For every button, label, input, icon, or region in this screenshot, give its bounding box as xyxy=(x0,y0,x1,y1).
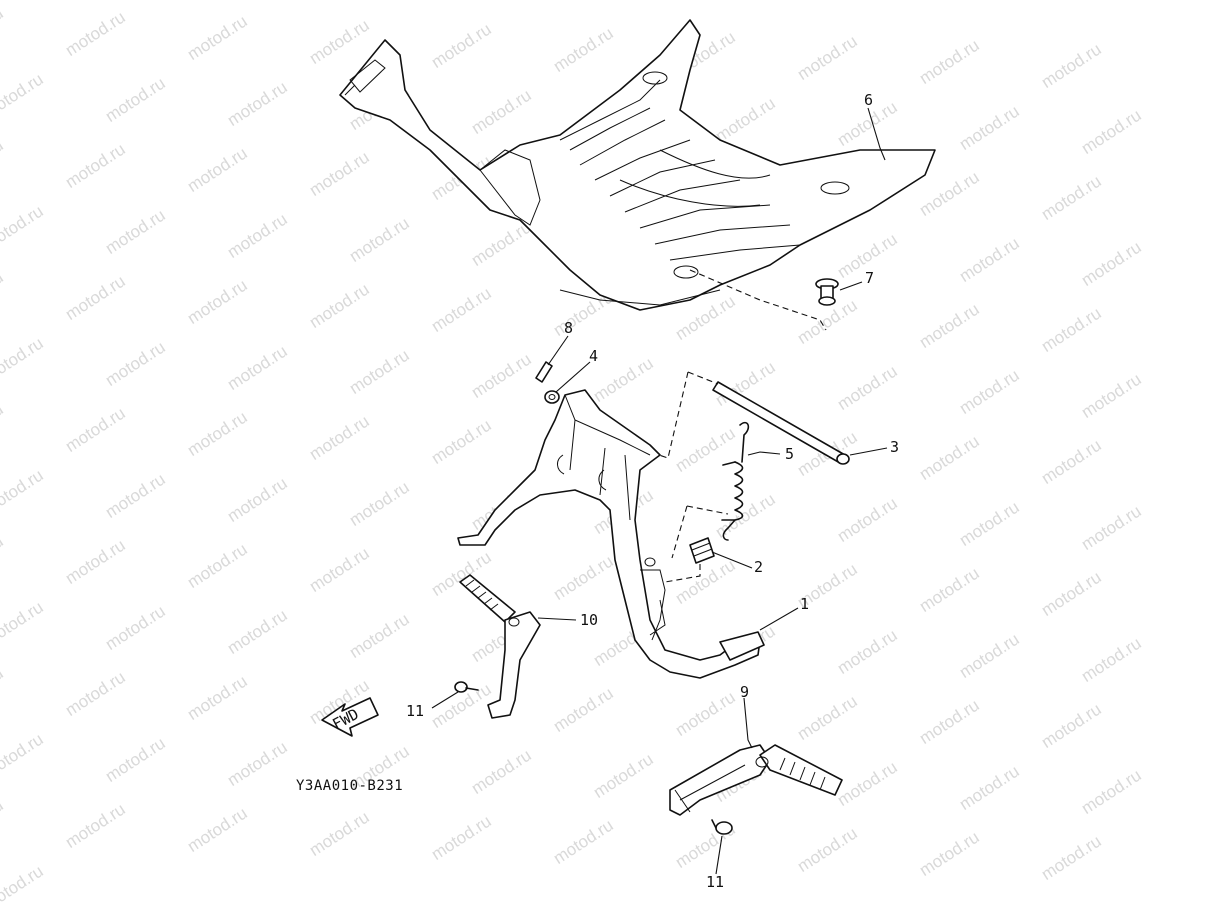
shaft-alignment-line xyxy=(649,371,689,459)
shaft-alignment-line-top xyxy=(687,371,719,385)
bolt-alignment-line xyxy=(689,269,827,331)
left-footrest-part-10 xyxy=(459,574,541,719)
cotter-pin-part-8 xyxy=(535,361,553,383)
shaft-part-3 xyxy=(712,381,850,465)
callout-7: 7 xyxy=(865,269,874,287)
callout-1: 1 xyxy=(800,595,809,613)
callout-8: 8 xyxy=(564,319,573,337)
collar-part-2 xyxy=(689,537,715,564)
main-stand xyxy=(457,389,761,679)
callout-4: 4 xyxy=(589,347,598,365)
callout-2: 2 xyxy=(754,558,763,576)
washer-part-4 xyxy=(544,390,560,404)
fwd-direction-arrow xyxy=(321,697,379,737)
spring-alignment-line xyxy=(686,505,729,515)
callout-11-left: 11 xyxy=(406,702,424,720)
callout-11-right: 11 xyxy=(706,873,724,891)
callout-9: 9 xyxy=(740,683,749,701)
stand-rubber-part-1 xyxy=(719,631,765,661)
bolt-part-11-left xyxy=(454,681,479,693)
right-footrest-part-9 xyxy=(669,744,843,816)
collar-alignment-line xyxy=(664,564,701,583)
callout-5: 5 xyxy=(785,445,794,463)
leader-lines xyxy=(431,107,888,875)
callout-6: 6 xyxy=(864,91,873,109)
bolt-part-11-right xyxy=(711,819,733,835)
spring-hook-line xyxy=(671,505,688,559)
callout-3: 3 xyxy=(890,438,899,456)
bolt-part-7 xyxy=(815,278,839,306)
callout-10: 10 xyxy=(580,611,598,629)
floor-panel-part-6 xyxy=(339,19,936,311)
spring-part-5 xyxy=(721,421,750,541)
drawing-code: Y3AA010-B231 xyxy=(296,778,403,794)
